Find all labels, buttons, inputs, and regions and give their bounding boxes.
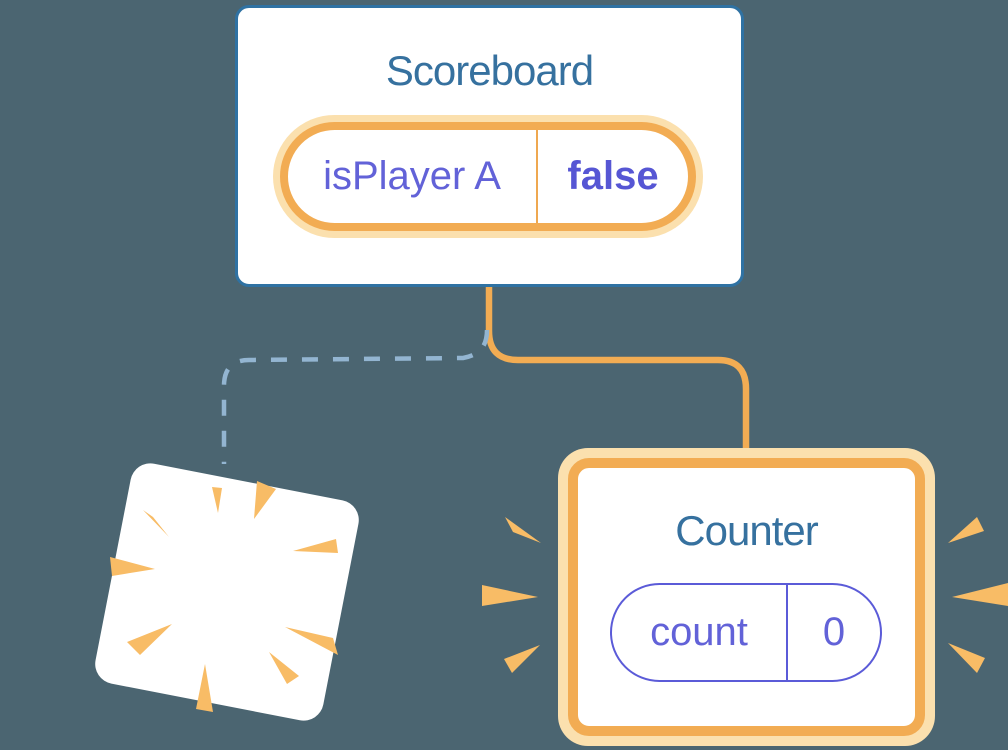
scoreboard-card: Scoreboard isPlayer A false: [235, 5, 744, 287]
count-pill-divider: [786, 585, 788, 680]
scoreboard-title: Scoreboard: [385, 47, 594, 94]
poof-card: [95, 463, 359, 721]
state-key: isPlayer A: [323, 154, 501, 198]
state-value: false: [567, 154, 659, 198]
count-value: 0: [822, 610, 846, 654]
emphasis-burst-left-icon: [482, 517, 541, 673]
counter-state-pill: count 0: [610, 583, 882, 682]
poof-burst-icon: [110, 481, 338, 712]
counter-card-highlight: Counter count 0: [558, 448, 935, 746]
connector-solid-line: [485, 280, 750, 462]
emphasis-burst-right-icon: [948, 517, 1008, 673]
state-pill-divider: [536, 130, 538, 223]
counter-card: Counter count 0: [568, 458, 925, 736]
connector-dashed-line: [221, 329, 490, 464]
counter-title: Counter: [675, 507, 818, 554]
scoreboard-state-pill: isPlayer A false: [273, 115, 703, 238]
count-key: count: [650, 610, 748, 654]
